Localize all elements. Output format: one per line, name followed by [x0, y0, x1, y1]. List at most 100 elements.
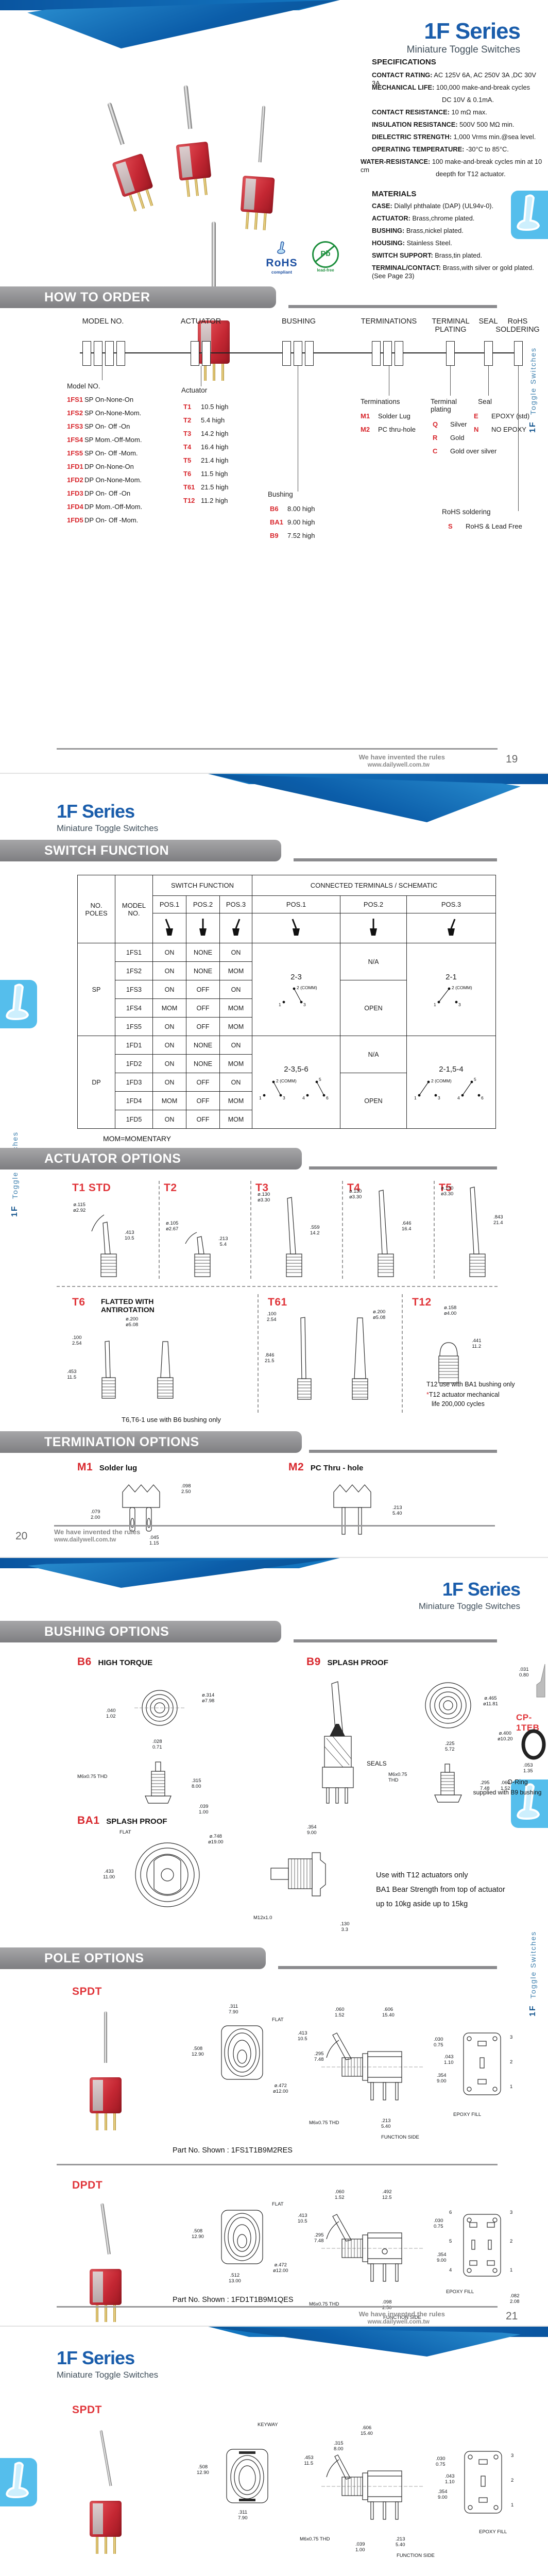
series-tab	[511, 1780, 548, 1828]
rohs-compliant-text: compliant	[271, 269, 293, 275]
fn-cell: ON	[152, 1017, 186, 1036]
fn-cell: ON	[152, 961, 186, 980]
model-desc: DP Mom.-Off-Mom.	[84, 503, 143, 511]
dim: .413 10.5	[298, 2213, 307, 2224]
spec-key: CONTACT RATING:	[372, 71, 433, 79]
fn-cell: OFF	[186, 998, 220, 1018]
fn-cell: ON	[152, 943, 186, 962]
schem-label: 1	[259, 1095, 262, 1100]
page-subtitle: Miniature Toggle Switches	[418, 1601, 520, 1611]
act-name: T2	[164, 1182, 177, 1194]
schematic-sp-pos1: 2 (COMM) 1 3	[279, 985, 317, 1007]
toggle-icon-left	[152, 913, 186, 943]
bush-code: B6	[270, 505, 279, 513]
toggle-icon-center	[340, 913, 407, 943]
model-cell: 1FD4	[115, 1091, 153, 1110]
model-list-label: Model NO.	[67, 382, 100, 390]
spec-value: 10 mΩ max.	[451, 108, 487, 116]
t6-note: T6,T6-1 use with B6 bushing only	[122, 1416, 221, 1423]
footer-url: www.dailywell.com.tw	[367, 2319, 430, 2325]
act-name: T3	[255, 1182, 269, 1194]
section-rule	[294, 858, 497, 861]
model-code: 1FS1	[67, 396, 83, 403]
sidebar-label: 1F Toggle Switches	[528, 1841, 538, 2016]
sidebar-label: 1F Toggle Switches	[528, 258, 538, 433]
pb-symbol: Pb	[312, 241, 339, 268]
model-desc: SP On-None-Mom.	[84, 409, 142, 417]
material-value: Diallyl phthalate (DAP) (UL94v-0).	[394, 202, 494, 210]
switch-photo	[168, 83, 214, 197]
schem-label: 1	[434, 1002, 436, 1007]
seal-code: E	[474, 412, 478, 420]
term-desc: PC thru-hole	[378, 426, 416, 433]
o-ring-label: O-Ring	[507, 1778, 528, 1786]
ct-sp-pos1: 2-3 2 (COMM) 1 3	[252, 943, 340, 1036]
dim: M6x0.75 THD	[309, 2120, 339, 2126]
schematic-dp-pos1: 2 (COMM) 1 3 5 4 6	[259, 1077, 329, 1100]
front-view	[226, 2449, 268, 2503]
bush-desc: 8.00 high	[287, 505, 315, 513]
divider	[402, 1294, 403, 1413]
specs-title: SPECIFICATIONS	[372, 58, 436, 66]
t12-note1: T12 use with BA1 bushing only	[426, 1381, 515, 1388]
b9-seal-drawing	[322, 1681, 354, 1804]
dim: FLAT	[272, 2201, 284, 2207]
side-view	[321, 2214, 424, 2282]
dim: .846 21.5	[265, 1352, 275, 1364]
divider	[258, 1294, 259, 1413]
termination-options-header: TERMINATION OPTIONS	[0, 1431, 302, 1453]
model-desc: SP On- Off -Mom.	[84, 449, 138, 457]
dim: .453 11.5	[304, 2455, 314, 2466]
schematic-dp-pos3: 2 (COMM) 1 3 5 4 6	[414, 1077, 484, 1100]
front-view	[221, 2025, 263, 2080]
material-value: Brass,tin plated.	[435, 251, 483, 259]
divider	[250, 1181, 251, 1279]
model-code: 1FD4	[67, 503, 83, 511]
function-side-label: FUNCTION SIDE	[381, 2134, 419, 2140]
divider	[159, 1181, 160, 1279]
b6-name: HIGH TORQUE	[98, 1658, 153, 1667]
dim: .028 0.71	[152, 1739, 162, 1750]
dim: .315 8.00	[192, 1778, 201, 1789]
fn-cell: MOM	[152, 1091, 186, 1110]
spec-value: -30°C to 85°C.	[466, 145, 509, 153]
dim: FLAT	[272, 2017, 284, 2023]
dim: .508 12.90	[197, 2464, 209, 2476]
dim: .045 1.15	[149, 1535, 159, 1546]
schem-label: 2 (COMM)	[431, 1078, 452, 1083]
page-subtitle: Miniature Toggle Switches	[406, 44, 520, 55]
fn-cell: NONE	[186, 1054, 220, 1073]
act-name: T4	[347, 1182, 361, 1194]
dim: .100 2.54	[72, 1335, 82, 1346]
th-ct-pos3: POS.3	[406, 895, 496, 913]
schem-label: 3	[458, 1002, 461, 1007]
dim: ø.472 ø12.00	[273, 2083, 288, 2094]
footer-rule	[57, 748, 498, 750]
bottom-view	[463, 2032, 501, 2095]
fn-cell: OFF	[186, 1073, 220, 1092]
dim: .413 10.5	[298, 2030, 307, 2042]
toggle-switch-icon	[6, 2462, 29, 2499]
switch-photo-long	[196, 222, 232, 381]
t12-note2: T12 actuator mechanical	[429, 1391, 500, 1398]
col-seal: SEAL	[478, 317, 498, 326]
seal-code: N	[474, 426, 479, 433]
ba1-code: BA1	[77, 1815, 100, 1826]
ba1-note2: BA1 Bear Strength from top of actuator	[376, 1886, 505, 1894]
dim: .315 8.00	[334, 2441, 344, 2452]
footer-url: www.dailywell.com.tw	[54, 1537, 116, 1543]
fn-cell: ON	[219, 1036, 252, 1055]
dpdt-label: DPDT	[72, 2179, 103, 2191]
plating-code: C	[433, 447, 438, 455]
front-view	[221, 2210, 263, 2264]
th-model: MODEL NO.	[115, 875, 153, 943]
model-cell: 1FS1	[115, 943, 153, 962]
bush-code: B9	[270, 532, 279, 539]
dim: ø.130 ø3.30	[349, 1189, 362, 1200]
dim: .030 0.75	[434, 2218, 443, 2229]
schem-label: 2 (COMM)	[452, 985, 472, 990]
act-name: T12	[412, 1296, 432, 1308]
ct-dp-pos2-na: N/A	[340, 1036, 407, 1073]
m2-drawing	[333, 1484, 371, 1535]
